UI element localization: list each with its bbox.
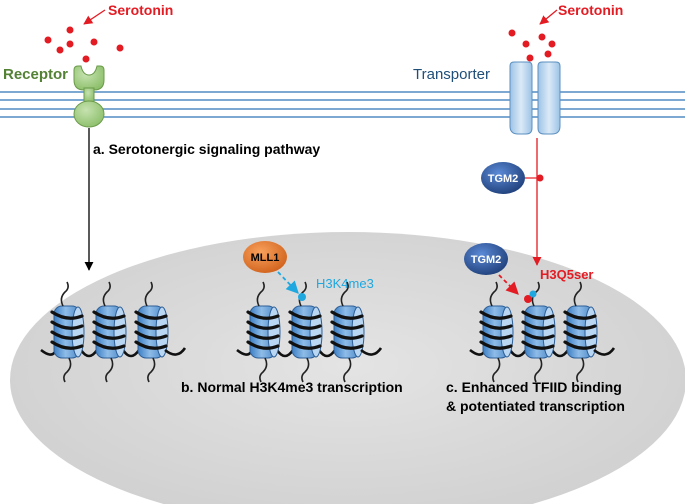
nucleosome <box>50 281 85 383</box>
cell-membrane <box>0 91 685 118</box>
mll1-label: MLL1 <box>251 252 280 264</box>
mll1-methylation-arrow <box>277 271 299 294</box>
nucleosome <box>479 281 514 383</box>
tgm2-bottom-label: TGM2 <box>471 254 502 266</box>
nucleosome <box>134 281 169 383</box>
h3k4me3-label: H3K4me3 <box>316 276 374 291</box>
nucleosome <box>563 281 598 383</box>
tgm2-bound-serotonin <box>536 174 544 182</box>
tgm2-enzyme-cytoplasm <box>481 162 525 194</box>
serotonin-label-left: Serotonin <box>108 2 173 18</box>
tgm2-serotonylation-arrow <box>498 274 519 295</box>
serotonin-pointer-right <box>539 9 558 25</box>
nucleus <box>10 232 685 504</box>
nucleosome <box>246 281 281 383</box>
h3q5ser-serotonin-mark <box>524 295 532 303</box>
caption-c-line1: c. Enhanced TFIID binding <box>446 379 622 395</box>
nucleosome-array-b <box>236 281 383 383</box>
transporter <box>509 61 561 135</box>
tgm2-enzyme-nucleus <box>464 243 508 275</box>
nucleosome <box>521 281 556 383</box>
serotonin-pointer-left <box>83 9 106 25</box>
caption-b: b. Normal H3K4me3 transcription <box>181 379 403 395</box>
caption-c-line2: & potentiated transcription <box>446 398 625 414</box>
receptor-label: Receptor <box>3 66 68 83</box>
mll1-enzyme <box>243 241 287 273</box>
nucleosome-array-c <box>469 281 616 383</box>
pathway-a-label: a. Serotonergic signaling pathway <box>93 141 320 157</box>
transporter-label: Transporter <box>413 66 490 83</box>
nucleosome <box>330 281 365 383</box>
receptor <box>73 65 105 128</box>
h3k4me3-mark <box>298 293 306 301</box>
h3q5ser-h3k4me3-mark <box>529 290 537 298</box>
nucleosome-array-a <box>40 281 187 383</box>
serotonin-molecules-right <box>508 29 556 62</box>
nucleosome <box>92 281 127 383</box>
tgm2-top-label: TGM2 <box>488 173 519 185</box>
h3q5ser-label: H3Q5ser <box>540 267 593 282</box>
serotonin-label-right: Serotonin <box>558 2 623 18</box>
serotonin-molecules-left <box>44 26 124 63</box>
nucleosome <box>288 281 323 383</box>
